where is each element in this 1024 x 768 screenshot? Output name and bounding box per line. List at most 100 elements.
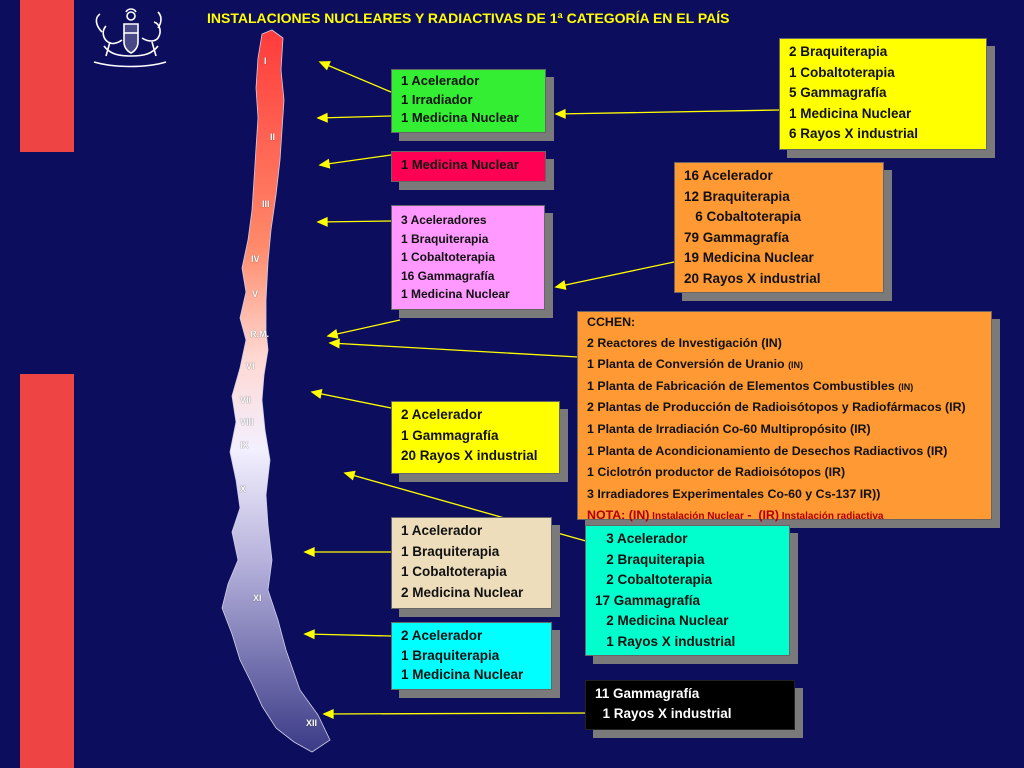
region-label-vii: VII — [240, 395, 252, 405]
cchen-line: 1 Planta de Irradiación Co-60 Multipropó… — [587, 419, 982, 441]
region-label-x: X — [240, 484, 247, 494]
box-region-iv-v: 3 Aceleradores 1 Braquiterapia 1 Cobalto… — [391, 205, 545, 310]
box-line: 17 Gammagrafía — [595, 592, 701, 608]
region-label-rm: R.M. — [250, 329, 269, 339]
box-line: 20 Rayos X industrial — [684, 270, 821, 286]
arrow-head-icon — [310, 389, 323, 399]
region-label-viii: VIII — [240, 417, 254, 427]
box-region-rm: 16 Acelerador 12 Braquiterapia 6 Cobalto… — [674, 162, 884, 293]
page-title: INSTALACIONES NUCLEARES Y RADIACTIVAS DE… — [207, 10, 730, 26]
region-label-iv: IV — [251, 254, 260, 264]
box-line: 1 Medicina Nuclear — [401, 110, 519, 126]
arrow-head-icon — [303, 629, 315, 640]
cchen-line-text: 2 Plantas de Producción de Radioisótopos… — [587, 400, 966, 415]
box-line: 3 Aceleradores — [401, 213, 487, 227]
box-line: 11 Gammagrafía — [595, 686, 700, 701]
box-region-i-yellow: 2 Braquiterapia 1 Cobaltoterapia 5 Gamma… — [779, 38, 987, 150]
connector-line — [319, 61, 392, 93]
arrow-head-icon — [318, 61, 331, 71]
box-line: 1 Cobaltoterapia — [789, 64, 895, 80]
arrow-head-icon — [326, 329, 339, 339]
side-bar-bottom — [20, 374, 74, 768]
box-line: 5 Gammagrafía — [789, 85, 887, 100]
cchen-line-text: 1 Planta de Fabricación de Elementos Com… — [587, 378, 899, 393]
note-label: NOTA: (IN) — [587, 508, 650, 523]
cchen-line-text: 1 Planta de Conversión de Uranio — [587, 357, 789, 372]
arrow-head-icon — [316, 112, 328, 123]
chile-territory — [221, 29, 331, 753]
cchen-line-text: 3 Irradiadores Experimentales Co-60 y Cs… — [587, 486, 881, 501]
arrow-head-icon — [328, 338, 340, 349]
cchen-line: 2 Plantas de Producción de Radioisótopos… — [587, 397, 982, 419]
cchen-line: 1 Planta de Fabricación de Elementos Com… — [587, 376, 982, 398]
box-line: 1 Braquiterapia — [401, 231, 489, 246]
box-line: 3 Acelerador — [595, 531, 688, 546]
coat-of-arms-icon — [93, 8, 167, 68]
box-line: 1 Cobaltoterapia — [401, 564, 507, 579]
box-line: 2 Medicina Nuclear — [401, 584, 524, 600]
cchen-heading: CCHEN: — [587, 315, 636, 329]
connector-line — [323, 712, 595, 715]
cchen-line: 1 Planta de Acondicionamiento de Desecho… — [587, 441, 982, 463]
box-line: 1 Rayos X industrial — [595, 706, 732, 721]
connector-line — [555, 261, 675, 288]
box-line: 1 Acelerador — [401, 523, 483, 538]
box-line: 1 Gammagrafía — [401, 427, 499, 443]
box-region-i: 1 Acelerador 1 Irradiador 1 Medicina Nuc… — [391, 69, 546, 133]
box-line: 1 Medicina Nuclear — [401, 157, 519, 172]
arrow-head-icon — [343, 470, 356, 481]
arrow-head-icon — [322, 708, 334, 719]
box-line: 1 Irradiador — [401, 91, 473, 107]
cchen-line-tag: (IN) — [898, 381, 914, 392]
cchen-line: 1 Ciclotrón productor de Radioisótopos (… — [587, 462, 982, 484]
cchen-line-text: 1 Ciclotrón productor de Radioisótopos (… — [587, 465, 846, 480]
box-line: 6 Cobaltoterapia — [684, 209, 802, 224]
connector-line — [317, 115, 392, 119]
box-cchen: CCHEN: 2 Reactores de Investigación (IN)… — [577, 311, 992, 522]
box-line: 1 Braquiterapia — [401, 543, 500, 559]
cchen-line: 3 Irradiadores Experimentales Co-60 y Cs… — [587, 484, 982, 506]
connector-line — [555, 109, 781, 115]
connector-line — [319, 154, 392, 166]
arrow-head-icon — [316, 216, 328, 227]
box-line: 1 Medicina Nuclear — [401, 287, 510, 302]
cchen-line-text: 2 Reactores de Investigación (IN) — [587, 335, 782, 350]
box-line: 1 Acelerador — [401, 73, 480, 88]
box-line: 16 Acelerador — [684, 168, 773, 183]
connector-line — [329, 342, 579, 358]
cchen-line: 2 Reactores de Investigación (IN) — [587, 333, 982, 355]
cchen-note: NOTA: (IN) Instalación Nuclear - (IR) In… — [587, 505, 982, 528]
connector-line — [344, 472, 601, 546]
connector-line — [304, 633, 392, 637]
arrow-head-icon — [554, 108, 566, 119]
note-sep: - (IR) — [743, 508, 779, 523]
note-in: Instalación Nuclear — [649, 511, 744, 523]
region-label-ix: IX — [240, 440, 249, 450]
arrow-head-icon — [554, 280, 567, 290]
box-line: 16 Gammagrafía — [401, 268, 495, 283]
box-line: 1 Medicina Nuclear — [789, 105, 912, 121]
region-label-iii: III — [262, 199, 270, 209]
box-line: 2 Braquiterapia — [595, 551, 705, 567]
box-line: 1 Medicina Nuclear — [401, 667, 524, 682]
connector-line — [311, 391, 392, 409]
connector-line — [317, 220, 392, 223]
box-line: 2 Acelerador — [401, 628, 483, 643]
connector-line — [327, 319, 401, 337]
box-line: 2 Cobaltoterapia — [595, 572, 713, 587]
region-label-xii: XII — [306, 718, 318, 728]
region-label-vi: VI — [246, 361, 255, 371]
box-line: 2 Acelerador — [401, 407, 483, 422]
box-region-ix: 3 Acelerador 2 Braquiterapia 2 Cobaltote… — [585, 525, 790, 656]
cchen-line-text: 1 Planta de Irradiación Co-60 Multipropó… — [587, 421, 871, 436]
cchen-line: 1 Planta de Conversión de Uranio (IN) — [587, 354, 982, 376]
box-line: 79 Gammagrafía — [684, 229, 790, 245]
cchen-line-tag: (IN) — [788, 360, 804, 371]
arrow-head-icon — [318, 158, 331, 169]
box-line: 1 Cobaltoterapia — [401, 250, 496, 265]
side-bar-top — [20, 0, 74, 152]
box-line: 2 Medicina Nuclear — [595, 613, 729, 628]
region-label-v: V — [252, 289, 259, 299]
cchen-line-text: 1 Planta de Acondicionamiento de Desecho… — [587, 443, 948, 458]
